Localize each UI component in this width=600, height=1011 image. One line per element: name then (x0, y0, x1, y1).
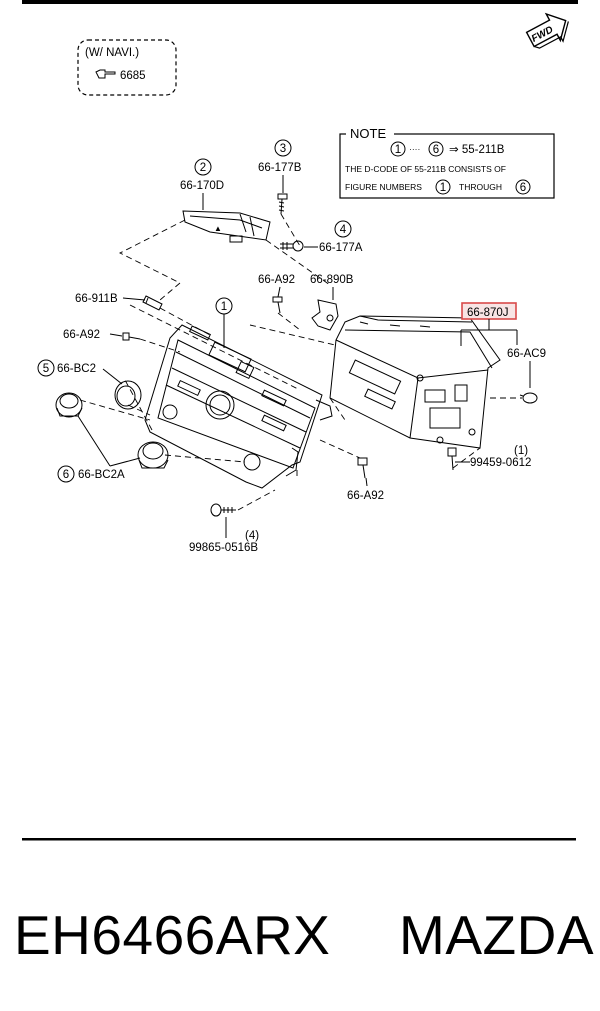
face-panel-drawing (144, 324, 333, 489)
part-66-177B: 66-177B (258, 162, 302, 174)
callout-6: 6 66-BC2A (57, 465, 125, 483)
part-99865-qty: (4) (245, 530, 259, 542)
fwd-arrow-icon: FWD (525, 12, 569, 49)
part-66-BC2: 66-BC2 (57, 363, 96, 375)
brand-name: MAZDA (399, 904, 594, 966)
part-66-170D-drawing: ▲ (182, 210, 271, 243)
callout-3: 3 66-177B (258, 139, 302, 193)
part-66-890B: 66-890B (310, 274, 354, 286)
note-ellipsis: ···· (409, 144, 420, 154)
callout-1: 1 (215, 297, 233, 348)
note-line3b: THROUGH (459, 182, 502, 192)
svg-text:6: 6 (63, 469, 69, 481)
clip-66-177A-drawing (280, 240, 304, 252)
part-66-BC2A: 66-BC2A (78, 469, 125, 481)
svg-text:4: 4 (340, 224, 347, 236)
callout-5: 5 66-BC2 (37, 359, 123, 385)
part-66-A92-bottom: 66-A92 (347, 490, 384, 502)
knob-66-BC2A-drawing-left (55, 392, 83, 418)
knob-66-BC2A-drawing-right (137, 441, 169, 469)
note-line3a: FIGURE NUMBERS (345, 182, 422, 192)
part-66-A92-left: 66-A92 (63, 329, 100, 341)
assembly-guide-lines (79, 213, 522, 511)
part-99459-0612: 99459-0612 (470, 457, 531, 469)
leader-bc2a-right (109, 457, 141, 467)
screw-99865-0516B-drawing (210, 503, 236, 517)
knob-66-BC2-drawing (114, 380, 142, 410)
svg-text:5: 5 (43, 363, 49, 375)
note-box: NOTE 1 ···· 6 ⇒ 55-211B THE D-CODE OF 55… (339, 126, 555, 199)
note-line3-first: 1 (440, 182, 446, 194)
part-66-AC9: 66-AC9 (507, 348, 546, 360)
part-66-870J-highlight: 66-870J (460, 302, 518, 346)
svg-text:2: 2 (200, 162, 206, 174)
navi-label: (W/ NAVI.) (85, 47, 139, 59)
part-code: EH6466ARX (14, 904, 331, 966)
leader-bc2a-left (77, 415, 111, 467)
note-range-start: 1 (395, 144, 401, 156)
pointing-hand-icon (95, 69, 116, 79)
part-66-177A: 66-177A (319, 242, 363, 254)
screw-66-177B-drawing (277, 193, 288, 215)
bracket-66-890B-drawing (311, 299, 339, 331)
footer: EH6466ARX MAZDA (14, 895, 594, 975)
screw-66-A92-left-drawing (122, 332, 141, 341)
callout-2: 2 66-170D (180, 158, 224, 210)
part-66-170D: 66-170D (180, 180, 224, 192)
bottom-rule (22, 838, 576, 841)
note-title: NOTE (350, 126, 386, 141)
svg-text:1: 1 (221, 301, 227, 313)
part-66-AC9-drawing (519, 392, 538, 404)
svg-text:3: 3 (280, 143, 286, 155)
note-line2: THE D-CODE OF 55-211B CONSISTS OF (345, 164, 506, 174)
screw-66-A92-top-drawing (272, 296, 283, 314)
part-66-870J: 66-870J (467, 307, 509, 319)
part-99459-qty: (1) (514, 445, 528, 457)
screw-66-A92-bottom-drawing (357, 457, 368, 479)
navi-ref-number: 6685 (120, 70, 146, 82)
part-66-A92-top: 66-A92 (258, 274, 295, 286)
part-66-911B-drawing (142, 295, 163, 311)
head-unit-drawing (329, 315, 501, 449)
note-line3-last: 6 (520, 182, 526, 194)
svg-text:▲: ▲ (214, 224, 222, 233)
navi-reference-box: (W/ NAVI.) 6685 (77, 39, 177, 96)
top-border (22, 0, 578, 4)
part-66-911B: 66-911B (75, 293, 118, 305)
part-99865-0516B: 99865-0516B (189, 542, 258, 554)
note-range-end: 6 (433, 144, 439, 156)
callout-4: 4 66-177A (304, 220, 363, 254)
note-equals-code: ⇒ 55-211B (449, 144, 505, 156)
